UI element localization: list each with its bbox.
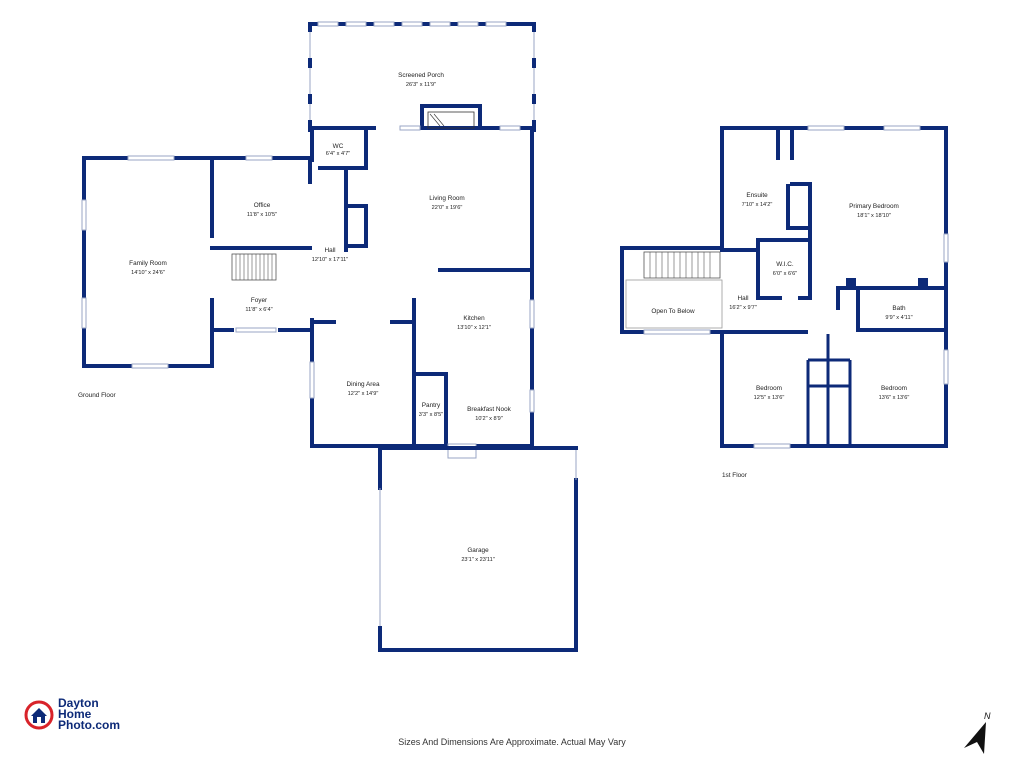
room-dims: 7'10" x 14'2" [742,202,773,208]
room-labels: Screened Porch 26'3" x 11'9" WC 6'4" x 4… [129,72,912,563]
room-name: Primary Bedroom [849,203,899,210]
room-dims: 22'0" x 19'6" [432,205,463,211]
room-dims: 12'10" x 17'11" [312,257,349,263]
room-dims: 12'5" x 13'6" [754,395,785,401]
company-logo: Dayton Home Photo.com [24,696,120,732]
room-name: Hall [737,295,748,302]
room-name: Dining Area [346,381,379,388]
logo-line: Dayton [58,696,99,710]
logo-line: Photo.com [58,718,120,732]
floor-label-ground: Ground Floor [78,392,117,399]
room-dims: 6'4" x 4'7" [326,151,350,157]
ground-floor [81,21,578,652]
room-name: Kitchen [463,315,485,322]
room-name: Bath [892,305,906,312]
room-dims: 12'2" x 14'9" [348,391,379,397]
room-name: Bedroom [881,385,907,392]
room-dims: 9'9" x 4'11" [885,315,912,321]
logo-line: Home [58,707,92,721]
room-dims: 3'3" x 8'5" [419,412,443,418]
room-name: Pantry [422,402,441,409]
room-name: Garage [467,547,489,554]
room-dims: 14'10" x 24'6" [131,270,165,276]
room-name: Living Room [429,195,465,202]
room-dims: 11'8" x 6'4" [245,307,272,313]
room-name: Family Room [129,260,167,267]
room-name: Foyer [251,297,268,304]
room-name: WC [333,143,344,150]
room-dims: 26'3" x 11'9" [406,82,436,88]
room-dims: 11'8" x 10'5" [247,212,277,218]
room-dims: 13'10" x 12'1" [457,325,491,331]
room-dims: 10'2" x 8'9" [475,416,503,422]
room-name: Bedroom [756,385,782,392]
room-dims: 6'0" x 6'6" [773,271,797,277]
room-name: Open To Below [651,308,695,315]
room-name: Office [254,202,271,209]
floor-label-first: 1st Floor [722,472,748,479]
logo-text: Dayton Home Photo.com [58,696,120,732]
first-floor [620,125,949,449]
house-logo-icon [24,700,54,729]
room-dims: 16'2" x 9'7" [729,305,757,311]
room-name: Breakfast Nook [467,406,511,413]
room-name: W.I.C. [776,261,794,268]
disclaimer-text: Sizes And Dimensions Are Approximate. Ac… [398,737,626,747]
compass-label: N [984,711,991,721]
room-name: Hall [324,247,335,254]
room-dims: 13'6" x 13'6" [879,395,910,401]
room-name: Ensuite [746,192,768,199]
room-dims: 23'1" x 23'11" [461,557,494,563]
north-compass-icon: N [960,708,994,763]
room-name: Screened Porch [398,72,444,79]
room-dims: 18'1" x 18'10" [857,213,891,219]
